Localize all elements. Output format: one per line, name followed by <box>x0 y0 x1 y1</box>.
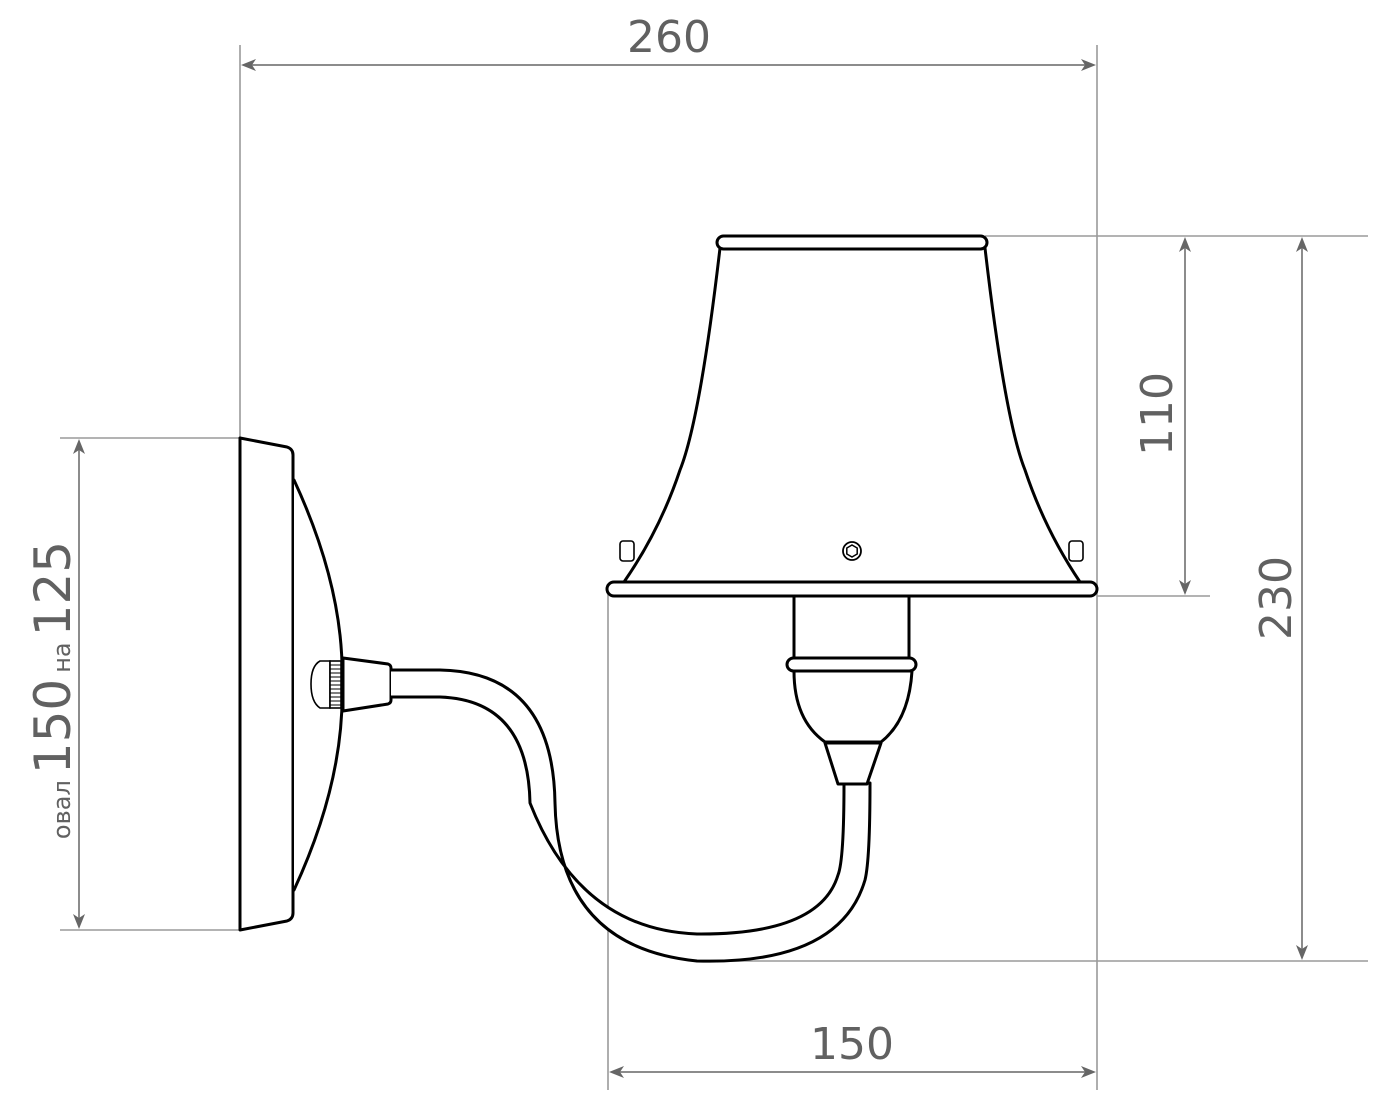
dimension-wall-plate: овал150на125 <box>24 439 85 929</box>
dimension-label-260: 260 <box>627 12 711 63</box>
dimension-shade-height: 110 <box>1132 237 1191 595</box>
dimension-overall-height: 230 <box>1251 237 1308 960</box>
arm-collar <box>341 656 393 713</box>
extension-lines <box>60 45 1368 1090</box>
dimension-label-oval: овал150на125 <box>24 541 82 839</box>
dimension-overall-width: 260 <box>241 12 1096 71</box>
decorative-knob <box>310 660 342 709</box>
dimension-label-110: 110 <box>1132 372 1183 456</box>
lamp-shade <box>605 234 1099 598</box>
s-curved-arm <box>389 668 872 963</box>
shade-screws <box>619 540 1084 562</box>
dimension-label-230: 230 <box>1251 556 1302 640</box>
dimension-projection-width: 150 <box>609 1019 1096 1078</box>
wall-plate <box>238 436 344 932</box>
lamp-socket-cup <box>785 594 918 786</box>
hex-screw-icon <box>842 541 862 561</box>
dimension-label-150: 150 <box>810 1019 894 1070</box>
